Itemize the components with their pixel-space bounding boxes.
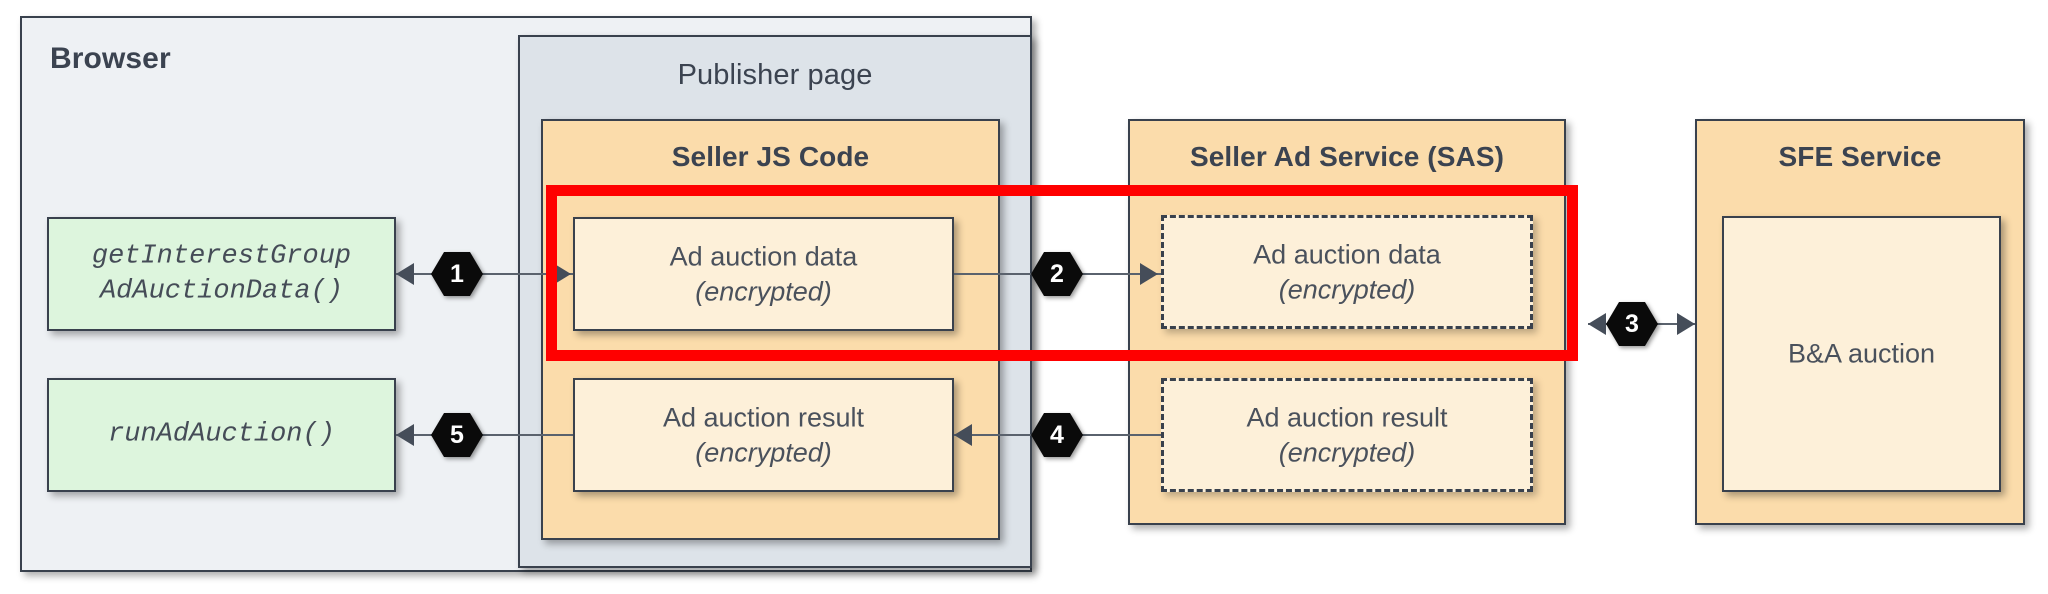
hexagon-icon: [431, 252, 483, 296]
sas-ad-auction-result-box: Ad auction result (encrypted): [1161, 378, 1533, 492]
hexagon-icon: [431, 413, 483, 457]
sfe-b-and-a-auction-label: B&A auction: [1787, 338, 1936, 369]
sas-ad-auction-result-line2: (encrypted): [1278, 437, 1416, 467]
hexagon-icon: [1606, 302, 1658, 346]
seller-js-ad-auction-data-box: Ad auction data (encrypted): [573, 217, 954, 331]
sas-ad-auction-data-box: Ad auction data (encrypted): [1161, 215, 1533, 329]
get-interest-group-ad-auction-data-box: getInterestGroup AdAuctionData(): [47, 217, 396, 331]
connector-step-5-arrowhead: [396, 424, 414, 446]
publisher-page-label: Publisher page: [677, 59, 873, 91]
run-ad-auction-box: runAdAuction(): [47, 378, 396, 492]
seller-js-ad-auction-result-line2: (encrypted): [695, 437, 832, 467]
browser-label: Browser: [50, 42, 171, 75]
step-badge-3[interactable]: 3: [1605, 300, 1659, 348]
run-ad-auction-label: runAdAuction(): [108, 419, 335, 450]
get-interest-group-ad-auction-data-line2: AdAuctionData(): [99, 276, 344, 306]
seller-ad-service-label: Seller Ad Service (SAS): [1189, 141, 1505, 172]
step-badge-5-label: 5: [450, 420, 464, 449]
seller-js-ad-auction-result-line1: Ad auction result: [662, 402, 865, 433]
connector-step-3-arrowhead-right: [1677, 313, 1695, 335]
seller-js-ad-auction-data-line1: Ad auction data: [669, 241, 858, 272]
step-badge-4[interactable]: 4: [1030, 411, 1084, 459]
seller-js-ad-auction-data-line2: (encrypted): [695, 276, 832, 306]
sas-ad-auction-data-line1: Ad auction data: [1253, 239, 1441, 270]
sfe-service-label: SFE Service: [1778, 141, 1942, 172]
seller-js-ad-auction-result-box: Ad auction result (encrypted): [573, 378, 954, 492]
step-badge-2[interactable]: 2: [1030, 250, 1084, 298]
connector-step-1: [396, 273, 573, 275]
connector-step-4-arrowhead: [954, 424, 972, 446]
sfe-b-and-a-auction-box: B&A auction: [1722, 216, 2001, 492]
connector-step-1-arrowhead-left: [396, 263, 414, 285]
step-badge-4-label: 4: [1050, 420, 1064, 449]
connector-step-3-arrowhead-left: [1588, 313, 1606, 335]
sas-ad-auction-result-line1: Ad auction result: [1246, 402, 1448, 433]
step-badge-1-label: 1: [450, 259, 464, 288]
connector-step-1-arrowhead-right: [553, 263, 571, 285]
get-interest-group-ad-auction-data-line1: getInterestGroup: [91, 241, 352, 272]
hexagon-icon: [1031, 252, 1083, 296]
hexagon-icon: [1031, 413, 1083, 457]
sas-ad-auction-data-line2: (encrypted): [1278, 274, 1416, 304]
connector-step-5: [396, 434, 573, 436]
step-badge-3-label: 3: [1625, 309, 1639, 338]
seller-js-code-label: Seller JS Code: [671, 141, 870, 172]
connector-step-2-arrowhead: [1140, 263, 1158, 285]
step-badge-1[interactable]: 1: [430, 250, 484, 298]
step-badge-2-label: 2: [1050, 259, 1064, 288]
step-badge-5[interactable]: 5: [430, 411, 484, 459]
